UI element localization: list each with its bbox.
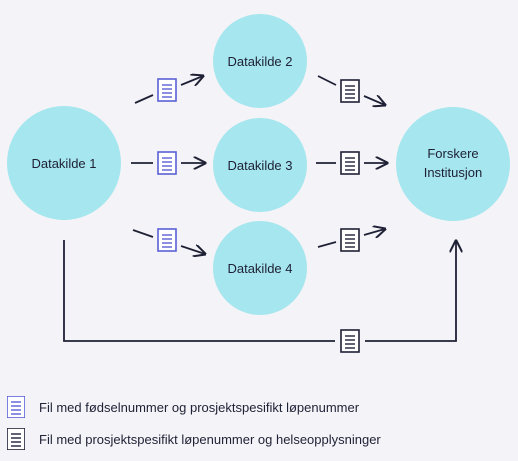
document-icon-dark <box>7 428 25 450</box>
edge-datakilde1-to-forskere-direct <box>63 240 456 353</box>
document-icon-blue <box>157 78 177 102</box>
edge-datakilde3-to-forskere <box>316 151 387 175</box>
edge-datakilde1-to-datakilde3 <box>131 151 205 175</box>
legend-blue-label: Fil med fødselnummer og prosjektspesifik… <box>39 399 360 415</box>
edge-datakilde4-to-forskere <box>317 228 385 252</box>
edge-datakilde2-to-forskere <box>317 75 385 105</box>
document-icon-blue <box>157 228 177 252</box>
document-icon-dark <box>340 228 360 252</box>
node-datakilde-2: Datakilde 2 <box>213 14 307 108</box>
node-forskere-institusjon: Forskere Institusjon <box>396 107 510 221</box>
node-datakilde-4-label: Datakilde 4 <box>227 261 292 276</box>
node-datakilde-1: Datakilde 1 <box>7 106 121 220</box>
edge-datakilde1-to-datakilde2 <box>134 76 203 104</box>
legend-item-dark-file: Fil med prosjektspesifikt løpenummer og … <box>7 428 381 450</box>
flow-diagram: Datakilde 1 Datakilde 2 Datakilde 3 Data… <box>7 14 510 353</box>
edge-datakilde1-to-datakilde4 <box>132 228 205 254</box>
document-icon-blue <box>7 396 25 418</box>
node-datakilde-1-label: Datakilde 1 <box>31 156 96 171</box>
legend-dark-label: Fil med prosjektspesifikt løpenummer og … <box>39 431 381 447</box>
document-icon-dark <box>340 329 360 353</box>
node-datakilde-4: Datakilde 4 <box>213 221 307 315</box>
node-datakilde-3-label: Datakilde 3 <box>227 158 292 173</box>
legend-item-blue-file: Fil med fødselnummer og prosjektspesifik… <box>7 396 359 418</box>
node-datakilde-3: Datakilde 3 <box>213 118 307 212</box>
node-forskere-label: Forskere <box>427 146 478 161</box>
node-datakilde-2-label: Datakilde 2 <box>227 54 292 69</box>
document-icon-blue <box>157 151 177 175</box>
document-icon-dark <box>340 151 360 175</box>
document-icon-dark <box>340 79 360 103</box>
node-institusjon-label: Institusjon <box>424 165 483 180</box>
